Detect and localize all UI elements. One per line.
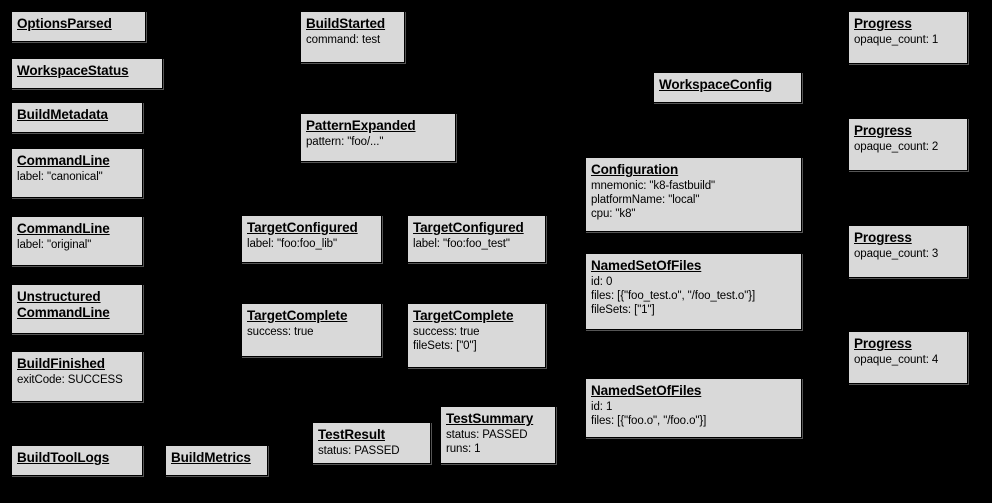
node-command-line-original[interactable]: CommandLine label: "original" (11, 216, 143, 266)
node-fields: label: "foo:foo_lib" (247, 237, 376, 251)
node-target-complete-lib[interactable]: TargetComplete success: true (241, 303, 382, 357)
node-build-metrics[interactable]: BuildMetrics (165, 445, 268, 476)
node-build-metadata[interactable]: BuildMetadata (11, 102, 143, 133)
node-title: Configuration (591, 162, 679, 177)
node-title: TargetComplete (247, 308, 348, 323)
node-field: status: PASSED (446, 429, 528, 441)
node-field: runs: 1 (446, 443, 481, 455)
node-fields: label: "canonical" (17, 170, 137, 184)
node-title: OptionsParsed (17, 16, 112, 31)
node-field: pattern: "foo/..." (306, 136, 384, 148)
node-field: status: PASSED (318, 445, 400, 457)
node-field: files: [{"foo_test.o", "/foo_test.o"}] (591, 290, 756, 302)
node-field: success: true (247, 326, 314, 338)
node-field: cpu: "k8" (591, 208, 636, 220)
node-title: TargetConfigured (413, 220, 524, 235)
node-command-line-canonical[interactable]: CommandLine label: "canonical" (11, 148, 143, 198)
node-progress-3[interactable]: Progress opaque_count: 3 (848, 225, 968, 278)
node-target-configured-test[interactable]: TargetConfigured label: "foo:foo_test" (407, 215, 546, 263)
node-build-finished[interactable]: BuildFinished exitCode: SUCCESS (11, 351, 143, 402)
node-unstructured-cmdline[interactable]: Unstructured CommandLine (11, 284, 143, 334)
node-test-summary[interactable]: TestSummary status: PASSED runs: 1 (440, 406, 556, 464)
node-field: opaque_count: 1 (854, 34, 939, 46)
node-field: opaque_count: 3 (854, 248, 939, 260)
node-fields: id: 0 files: [{"foo_test.o", "/foo_test.o… (591, 275, 796, 317)
node-fields: label: "foo:foo_test" (413, 237, 540, 251)
node-fields: id: 1 files: [{"foo.o", "/foo.o"}] (591, 400, 796, 428)
node-fields: opaque_count: 1 (854, 33, 962, 47)
node-field: id: 0 (591, 276, 613, 288)
node-title: BuildToolLogs (17, 450, 110, 465)
node-title: BuildMetrics (171, 450, 251, 465)
node-field: success: true (413, 326, 480, 338)
node-target-complete-test[interactable]: TargetComplete success: true fileSets: ["0… (407, 303, 546, 368)
node-fields: opaque_count: 4 (854, 353, 962, 367)
node-build-started[interactable]: BuildStarted command: test (300, 11, 405, 63)
node-title: NamedSetOfFiles (591, 383, 702, 398)
node-named-set-of-files-1[interactable]: NamedSetOfFiles id: 1 files: [{"foo.o", "/… (585, 378, 802, 438)
node-field: command: test (306, 34, 381, 46)
node-configuration[interactable]: Configuration mnemonic: "k8-fastbuild" pla… (585, 157, 802, 232)
node-progress-4[interactable]: Progress opaque_count: 4 (848, 331, 968, 384)
node-title: BuildMetadata (17, 107, 108, 122)
node-named-set-of-files-0[interactable]: NamedSetOfFiles id: 0 files: [{"foo_test.o… (585, 253, 802, 330)
node-field: id: 1 (591, 401, 613, 413)
node-field: opaque_count: 2 (854, 141, 939, 153)
node-title: PatternExpanded (306, 118, 416, 133)
node-workspace-status[interactable]: WorkspaceStatus (11, 58, 163, 89)
node-fields: opaque_count: 3 (854, 247, 962, 261)
node-fields: mnemonic: "k8-fastbuild" platformName: "l… (591, 179, 796, 221)
node-title: WorkspaceConfig (659, 77, 773, 92)
node-title: BuildFinished (17, 356, 105, 371)
node-fields: pattern: "foo/..." (306, 135, 450, 149)
node-field: platformName: "local" (591, 194, 700, 206)
node-target-configured-lib[interactable]: TargetConfigured label: "foo:foo_lib" (241, 215, 382, 263)
node-fields: success: true fileSets: ["0"] (413, 325, 540, 353)
node-title: TargetComplete (413, 308, 514, 323)
node-progress-2[interactable]: Progress opaque_count: 2 (848, 118, 968, 171)
node-title: Progress (854, 16, 912, 31)
node-field: opaque_count: 4 (854, 354, 939, 366)
node-title: Progress (854, 336, 912, 351)
node-field: mnemonic: "k8-fastbuild" (591, 180, 716, 192)
node-field: label: "foo:foo_test" (413, 238, 510, 250)
node-title: TestSummary (446, 411, 534, 426)
node-pattern-expanded[interactable]: PatternExpanded pattern: "foo/..." (300, 113, 456, 162)
node-field: label: "original" (17, 239, 92, 251)
node-fields: status: PASSED (318, 444, 425, 458)
node-fields: success: true (247, 325, 376, 339)
node-title: TargetConfigured (247, 220, 358, 235)
node-title: Progress (854, 123, 912, 138)
node-title: NamedSetOfFiles (591, 258, 702, 273)
node-field: label: "canonical" (17, 171, 103, 183)
node-title: Progress (854, 230, 912, 245)
node-title: Unstructured CommandLine (17, 289, 110, 320)
node-workspace-config[interactable]: WorkspaceConfig (653, 72, 802, 103)
node-title: BuildStarted (306, 16, 386, 31)
node-title: CommandLine (17, 153, 110, 168)
node-field: fileSets: ["1"] (591, 304, 655, 316)
node-title: CommandLine (17, 221, 110, 236)
node-progress-1[interactable]: Progress opaque_count: 1 (848, 11, 968, 64)
node-field: fileSets: ["0"] (413, 340, 477, 352)
node-fields: opaque_count: 2 (854, 140, 962, 154)
node-fields: status: PASSED runs: 1 (446, 428, 550, 456)
node-title: TestResult (318, 427, 386, 442)
node-build-tool-logs[interactable]: BuildToolLogs (11, 445, 143, 476)
node-title: WorkspaceStatus (17, 63, 129, 78)
node-test-result[interactable]: TestResult status: PASSED (312, 422, 431, 464)
node-field: files: [{"foo.o", "/foo.o"}] (591, 415, 707, 427)
node-field: exitCode: SUCCESS (17, 374, 123, 386)
node-fields: exitCode: SUCCESS (17, 373, 137, 387)
node-fields: command: test (306, 33, 399, 47)
node-field: label: "foo:foo_lib" (247, 238, 337, 250)
node-options-parsed[interactable]: OptionsParsed (11, 11, 146, 42)
node-fields: label: "original" (17, 238, 137, 252)
